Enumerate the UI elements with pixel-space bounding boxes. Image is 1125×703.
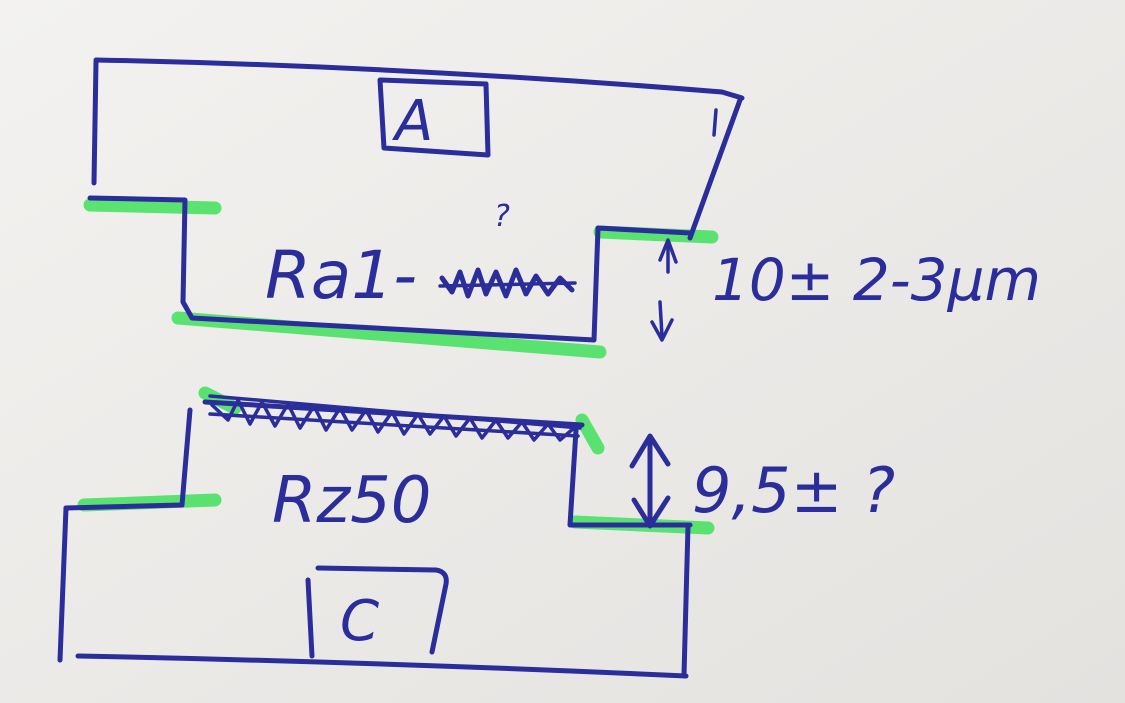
dimension-upper-arrow-up bbox=[658, 238, 678, 264]
lower-part-right-edge bbox=[681, 523, 691, 678]
lower-part: C Rz50 bbox=[57, 394, 693, 679]
upper-part-left-edge bbox=[91, 59, 99, 186]
upper-part: A ? Ra1- bbox=[87, 57, 745, 343]
highlight-upper-bottom-face bbox=[171, 311, 607, 359]
dimension-upper-value: 10± 2-3μm bbox=[712, 246, 1041, 314]
hatch-zigzag bbox=[210, 398, 576, 442]
dimension-lower-arrow-down bbox=[631, 495, 671, 529]
lower-part-roughness: Rz50 bbox=[272, 464, 432, 538]
lower-part-label-box bbox=[305, 565, 449, 659]
upper-part-profile bbox=[87, 195, 693, 343]
lower-part-bottom-edge bbox=[75, 653, 689, 679]
highlight-upper-right-shoulder bbox=[593, 225, 719, 244]
hatch-line-top bbox=[208, 394, 582, 430]
lower-part-label: C bbox=[340, 589, 379, 654]
dimension-lower-arrow-up bbox=[629, 433, 671, 469]
upper-part-right-edge bbox=[687, 97, 743, 241]
upper-part-question-mark: ? bbox=[494, 199, 510, 234]
highlight-lower-top-right bbox=[575, 413, 605, 455]
highlight-upper-left-shoulder bbox=[83, 198, 222, 215]
lower-part-left-step bbox=[63, 407, 193, 511]
dimension-upper-arrow-down bbox=[650, 300, 674, 342]
upper-part-roughness: Ra1- bbox=[265, 237, 417, 314]
scribble-strike bbox=[438, 281, 577, 288]
upper-part-tick bbox=[712, 108, 718, 137]
upper-part-top-edge bbox=[93, 57, 745, 101]
dimension-lower-value: 9,5± ? bbox=[692, 454, 895, 527]
highlight-lower-left-shoulder bbox=[77, 493, 222, 512]
upper-part-label-box bbox=[377, 77, 491, 158]
dimension-upper: 10± 2-3μm bbox=[650, 238, 1041, 342]
upper-part-label: A bbox=[392, 89, 433, 154]
lower-part-left-edge bbox=[57, 505, 69, 663]
dimension-lower: 9,5± ? bbox=[629, 433, 895, 529]
